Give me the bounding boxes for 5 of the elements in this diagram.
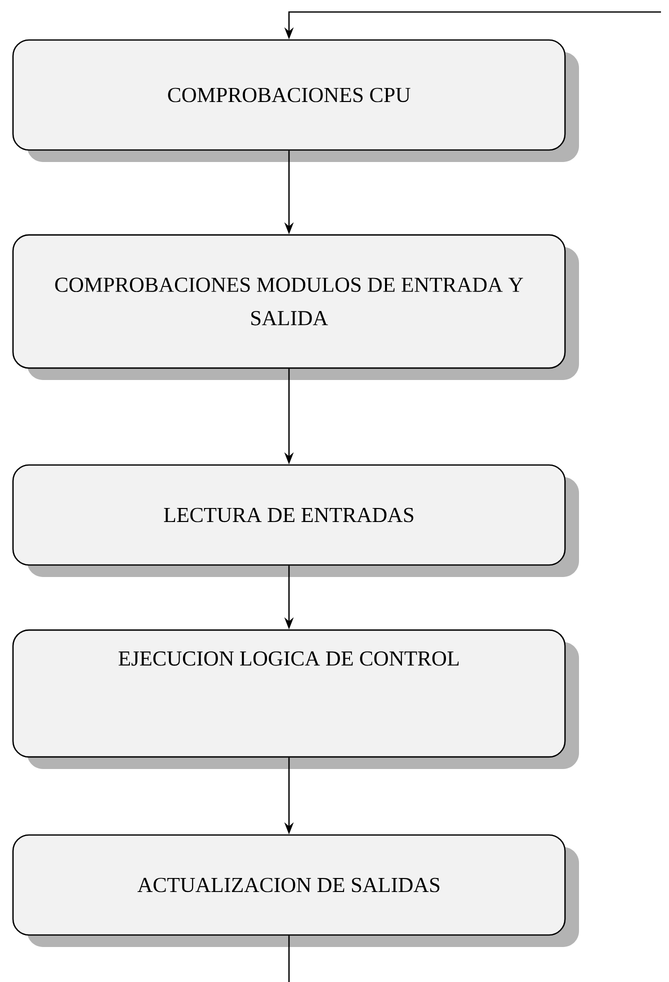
process-box: LECTURA DE ENTRADAS: [12, 464, 579, 577]
process-box: EJECUCION LOGICA DE CONTROL: [12, 629, 579, 769]
process-box: COMPROBACIONES CPU: [12, 39, 579, 162]
process-box: ACTUALIZACION DE SALIDAS: [12, 834, 579, 947]
process-box: COMPROBACIONES MODULOS DE ENTRADA Y SALIDA: [12, 234, 579, 380]
